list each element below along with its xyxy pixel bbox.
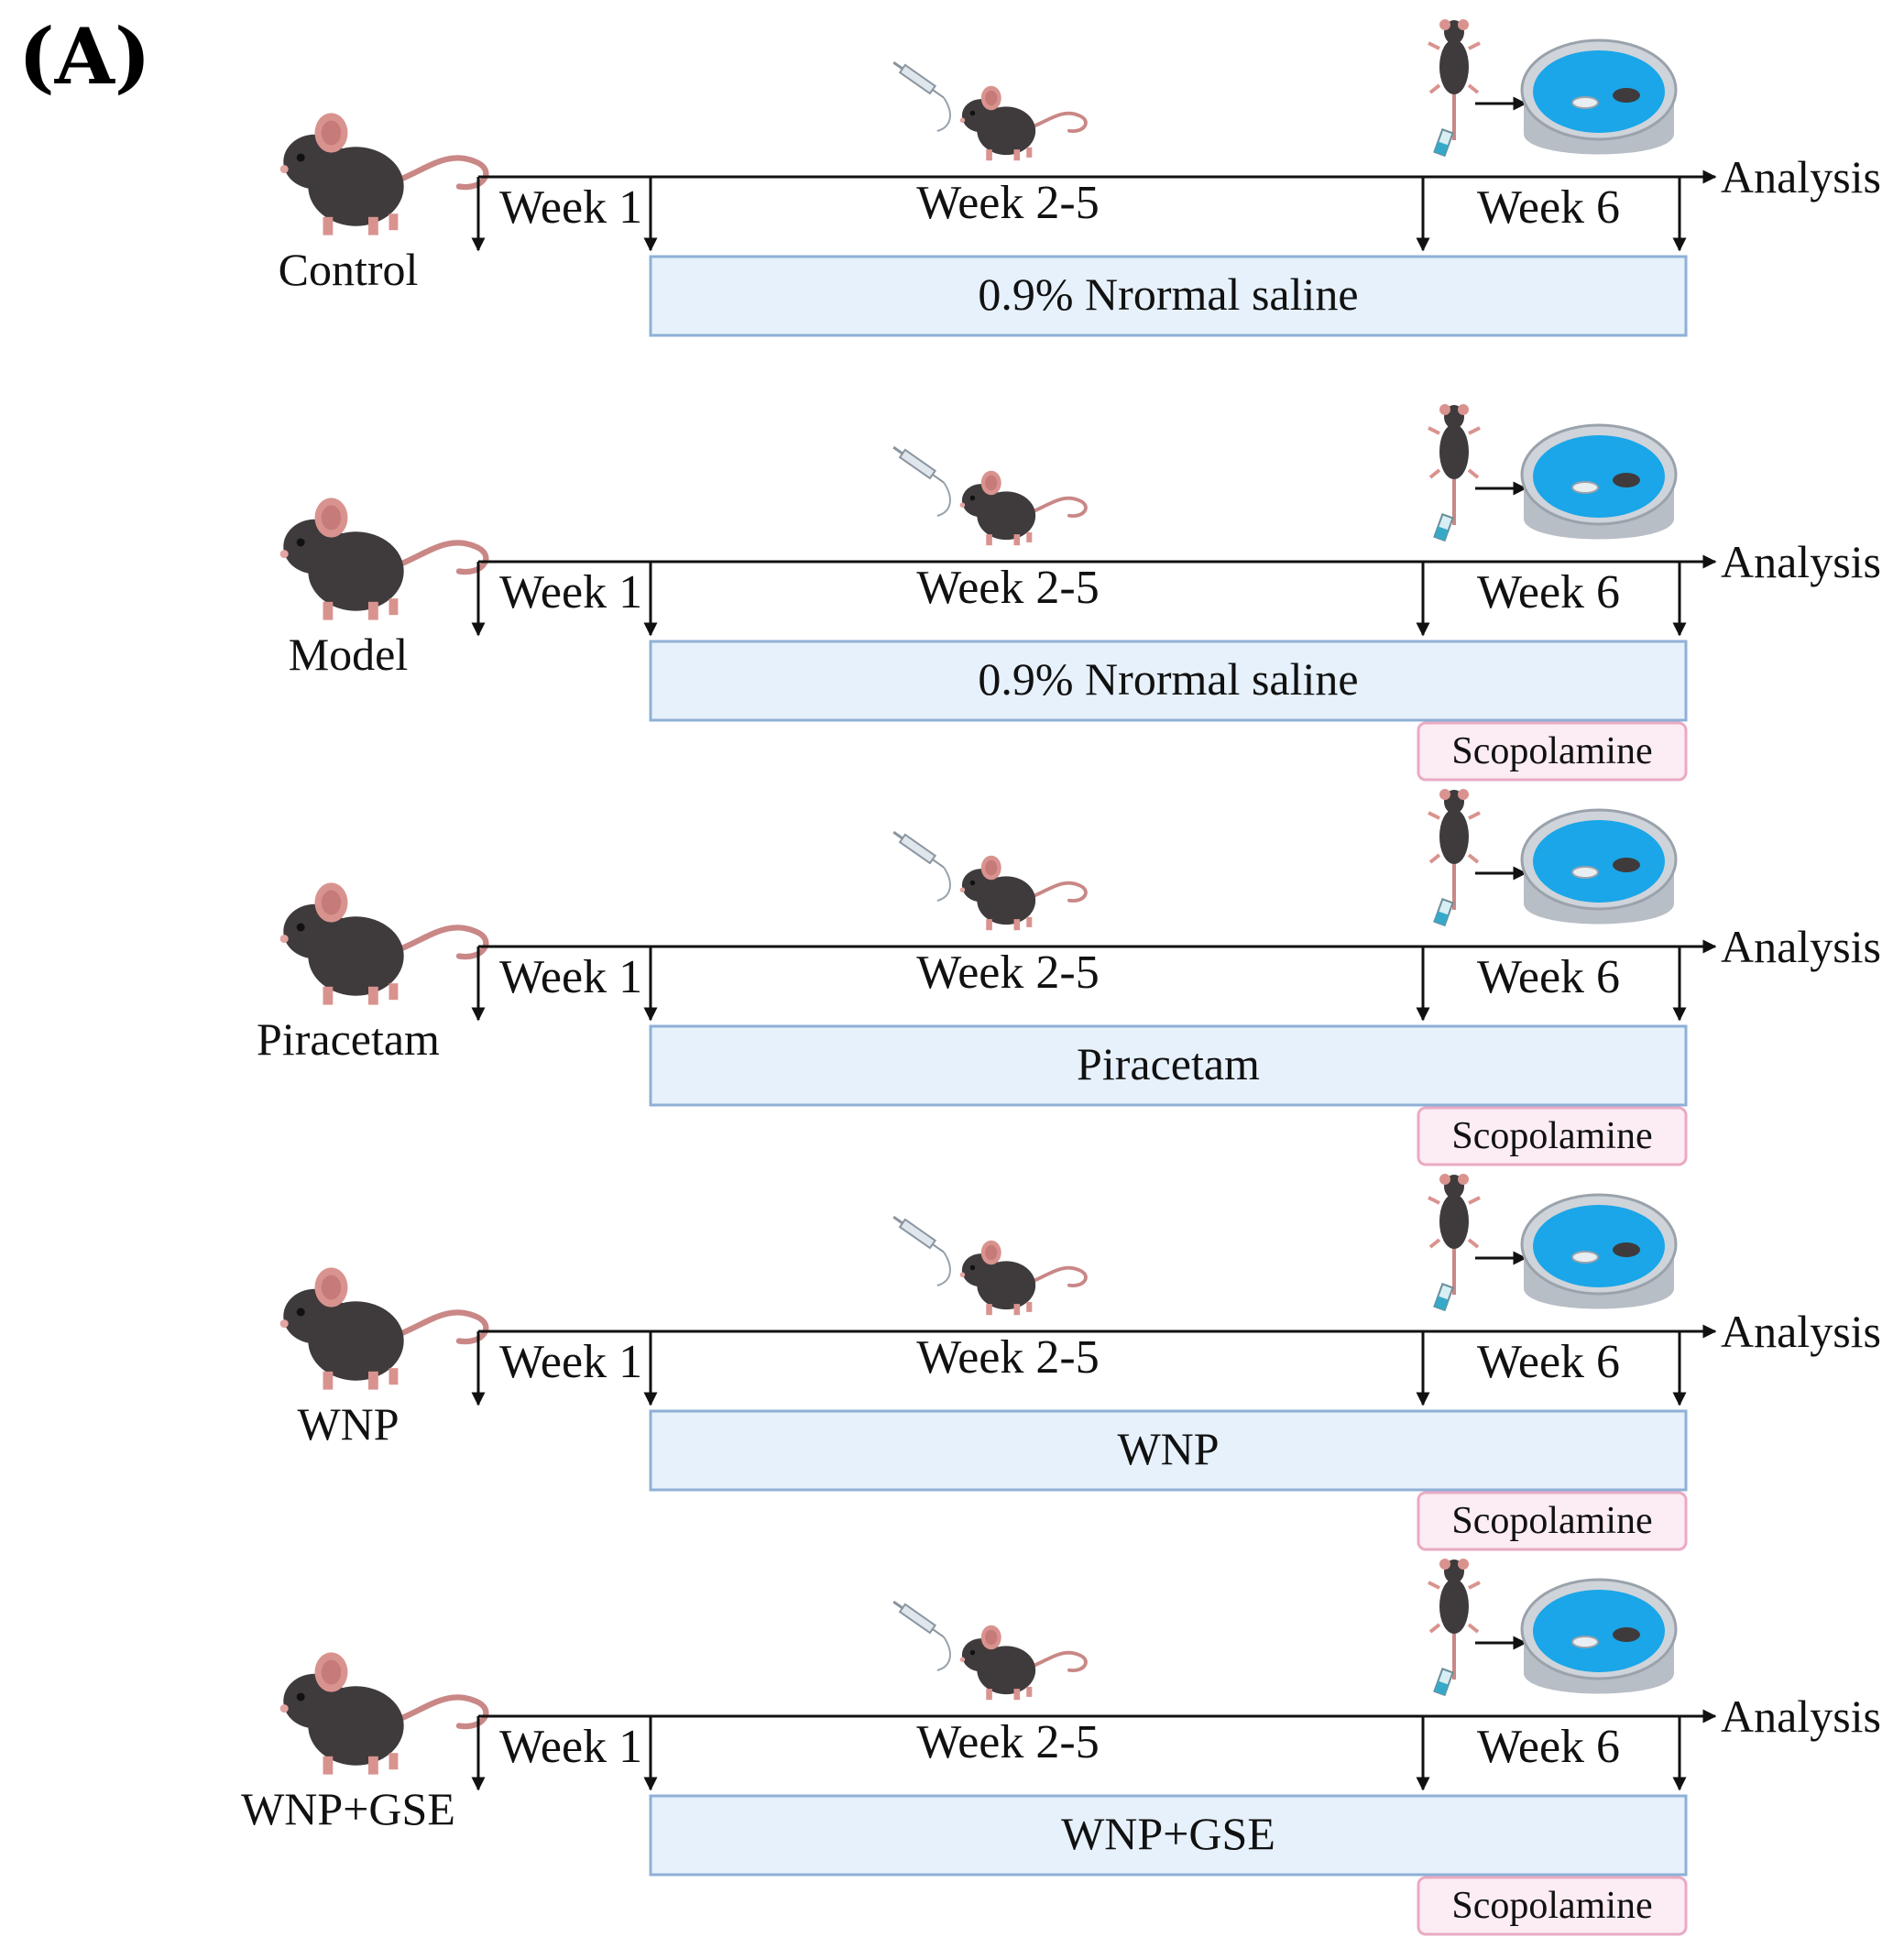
analysis-label: Analysis [1721,151,1881,202]
analysis-label: Analysis [1721,1691,1881,1742]
treatment-box [649,1794,1688,1877]
week-6-label: Week 6 [1477,566,1620,618]
panel-label: (A) [18,11,151,102]
group-label: WNP [297,1398,399,1450]
treatment-box [649,255,1688,337]
water-maze-icon [1520,1193,1678,1309]
scopolamine-box [1417,721,1688,782]
mouse-icon [959,855,1088,931]
scopolamine-box [1417,1106,1688,1166]
scopolamine-label: Scopolamine [1451,1500,1652,1542]
mouse-icon [959,1625,1088,1701]
treatment-box [649,1409,1688,1492]
treatment-box [649,640,1688,722]
week-6-label: Week 6 [1477,951,1620,1003]
scopolamine-label: Scopolamine [1451,1885,1652,1927]
mouse-icon [959,85,1088,161]
gavage-mouse-icon [1428,1559,1481,1697]
gavage-mouse-icon [1428,404,1481,542]
syringe-icon [892,1215,951,1286]
group-label: WNP+GSE [241,1783,455,1834]
syringe-icon [892,830,951,902]
treatment-label: WNP [1117,1423,1219,1474]
water-maze-icon [1520,423,1678,540]
mouse-icon [279,498,489,620]
syringe-icon [892,1600,951,1671]
vial-icon [1433,1668,1454,1697]
week-1-label: Week 1 [499,1721,642,1773]
analysis-label: Analysis [1721,1306,1881,1357]
week-6-label: Week 6 [1477,181,1620,234]
vial-icon [1433,513,1454,542]
treatment-label: Piracetam [1077,1038,1260,1089]
group-label: Piracetam [257,1013,440,1065]
mouse-icon [279,882,489,1005]
gavage-mouse-icon [1428,19,1481,158]
treatment-box [649,1024,1688,1107]
syringe-icon [892,60,951,132]
week-1-label: Week 1 [499,951,642,1003]
scopolamine-label: Scopolamine [1451,730,1652,772]
week-2-5-label: Week 2-5 [916,177,1099,229]
vial-icon [1433,898,1454,927]
water-maze-icon [1520,808,1678,925]
gavage-mouse-icon [1428,1174,1481,1312]
treatment-label: 0.9% Nrormal saline [978,268,1358,320]
mouse-icon [959,470,1088,546]
week-2-5-label: Week 2-5 [916,1716,1099,1768]
gavage-mouse-icon [1428,789,1481,927]
vial-icon [1433,1283,1454,1312]
treatment-label: 0.9% Nrormal saline [978,653,1358,705]
week-6-label: Week 6 [1477,1721,1620,1773]
week-1-label: Week 1 [499,1336,642,1388]
scopolamine-box [1417,1491,1688,1551]
treatment-label: WNP+GSE [1061,1808,1275,1859]
analysis-label: Analysis [1721,536,1881,587]
vial-icon [1433,128,1454,158]
week-2-5-label: Week 2-5 [916,1331,1099,1384]
week-1-label: Week 1 [499,566,642,618]
week-1-label: Week 1 [499,181,642,234]
week-2-5-label: Week 2-5 [916,562,1099,614]
syringe-icon [892,445,951,517]
week-2-5-label: Week 2-5 [916,947,1099,999]
mouse-icon [279,113,489,235]
mouse-icon [959,1240,1088,1316]
scopolamine-label: Scopolamine [1451,1115,1652,1157]
mouse-icon [279,1267,489,1390]
analysis-label: Analysis [1721,921,1881,972]
group-label: Control [279,244,419,295]
week-6-label: Week 6 [1477,1336,1620,1388]
water-maze-icon [1520,38,1678,155]
group-label: Model [289,629,409,680]
water-maze-icon [1520,1578,1678,1694]
mouse-icon [279,1652,489,1775]
scopolamine-box [1417,1876,1688,1936]
